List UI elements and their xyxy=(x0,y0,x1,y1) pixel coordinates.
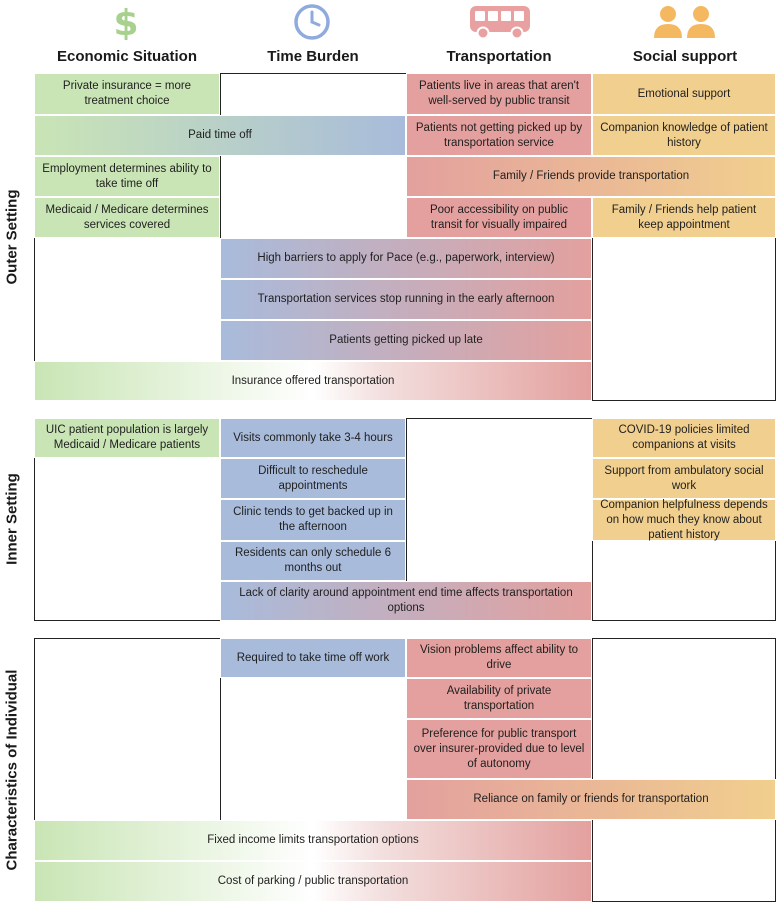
factor-cell: Cost of parking / public transportation xyxy=(34,861,592,902)
column-divider xyxy=(591,639,593,901)
factor-cell: Residents can only schedule 6 months out xyxy=(220,541,406,581)
row-label-outer-setting: Outer Setting xyxy=(3,189,21,285)
clock-icon xyxy=(294,4,330,40)
svg-text:$: $ xyxy=(113,3,138,40)
factor-cell: Family / Friends provide transportation xyxy=(406,156,776,197)
factor-cell: Companion knowledge of patient history xyxy=(592,115,776,156)
factor-cell: Patients not getting picked up by transp… xyxy=(406,115,592,156)
factor-cell: Medicaid / Medicare determines services … xyxy=(34,197,220,238)
factor-cell: Difficult to reschedule appointments xyxy=(220,458,406,499)
factor-cell: Patients getting picked up late xyxy=(220,320,592,361)
factor-cell: High barriers to apply for Pace (e.g., p… xyxy=(220,238,592,279)
factor-cell: Support from ambulatory social work xyxy=(592,458,776,499)
bus-icon xyxy=(470,6,530,40)
column-header-social: Social support xyxy=(632,48,738,65)
factor-cell: Poor accessibility on public transit for… xyxy=(406,197,592,238)
column-header-economic: Economic Situation xyxy=(56,48,197,65)
factor-cell: Fixed income limits transportation optio… xyxy=(34,820,592,861)
row-label-inner-setting: Inner Setting xyxy=(3,473,21,565)
factor-cell: Lack of clarity around appointment end t… xyxy=(220,581,592,621)
dollar-icon: $ xyxy=(113,3,138,40)
row-label-characteristics-of-individual: Characteristics of Individual xyxy=(3,669,21,871)
factor-cell: Employment determines ability to take ti… xyxy=(34,156,220,197)
factor-cell: Vision problems affect ability to drive xyxy=(406,638,592,678)
factor-cell: Visits commonly take 3-4 hours xyxy=(220,418,406,458)
factor-cell: Patients live in areas that aren't well-… xyxy=(406,73,592,115)
factor-cell: Family / Friends help patient keep appoi… xyxy=(592,197,776,238)
factor-cell: Emotional support xyxy=(592,73,776,115)
column-divider xyxy=(219,74,221,400)
factor-cell: Private insurance = more treatment choic… xyxy=(34,73,220,115)
people-icon xyxy=(654,6,715,38)
factor-cell: Preference for public transport over ins… xyxy=(406,719,592,779)
factor-cell: Paid time off xyxy=(34,115,406,156)
factor-cell: UIC patient population is largely Medica… xyxy=(34,418,220,458)
factor-cell: Companion helpfulness depends on how muc… xyxy=(592,499,776,541)
column-divider xyxy=(405,419,407,620)
factor-cell: Transportation services stop running in … xyxy=(220,279,592,320)
factor-cell: Required to take time off work xyxy=(220,638,406,678)
factor-cell: Availability of private transportation xyxy=(406,678,592,719)
column-header-transportation: Transportation xyxy=(446,48,552,65)
column-header-time: Time Burden xyxy=(267,48,359,65)
factor-cell: Insurance offered transportation xyxy=(34,361,592,401)
factor-cell: COVID-19 policies limited companions at … xyxy=(592,418,776,458)
factor-cell: Clinic tends to get backed up in the aft… xyxy=(220,499,406,541)
factor-cell: Reliance on family or friends for transp… xyxy=(406,779,776,820)
column-divider xyxy=(219,639,221,901)
